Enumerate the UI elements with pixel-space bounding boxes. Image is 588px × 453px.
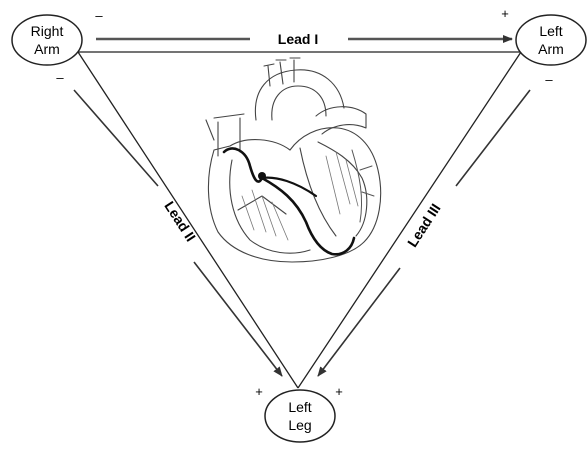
left-arm-sign-top: + — [501, 6, 509, 21]
lead-1-label: Lead I — [278, 31, 318, 47]
right-arm-sign-top: – — [95, 8, 103, 23]
left-arm-node: Left Arm — [516, 15, 586, 65]
triangle-right-edge — [298, 52, 521, 388]
right-arm-node: Right Arm — [12, 15, 82, 65]
left-leg-sign-left: + — [255, 384, 263, 399]
right-arm-label-line2: Arm — [34, 41, 60, 57]
left-leg-label-line2: Leg — [288, 417, 311, 433]
lead-3-label: Lead III — [404, 201, 444, 250]
lead-2-arrow — [74, 90, 282, 376]
left-leg-label-line1: Left — [288, 399, 311, 415]
right-arm-label-line1: Right — [31, 23, 64, 39]
left-leg-sign-right: + — [335, 384, 343, 399]
left-arm-sign-bottom: – — [545, 72, 553, 87]
left-arm-label-line2: Arm — [538, 41, 564, 57]
triangle — [78, 52, 521, 388]
left-arm-label-line1: Left — [539, 23, 562, 39]
right-arm-sign-bottom: – — [56, 70, 64, 85]
heart-illustration — [206, 58, 381, 262]
lead-2-label: Lead II — [161, 198, 199, 244]
left-leg-node: Left Leg — [265, 390, 335, 442]
